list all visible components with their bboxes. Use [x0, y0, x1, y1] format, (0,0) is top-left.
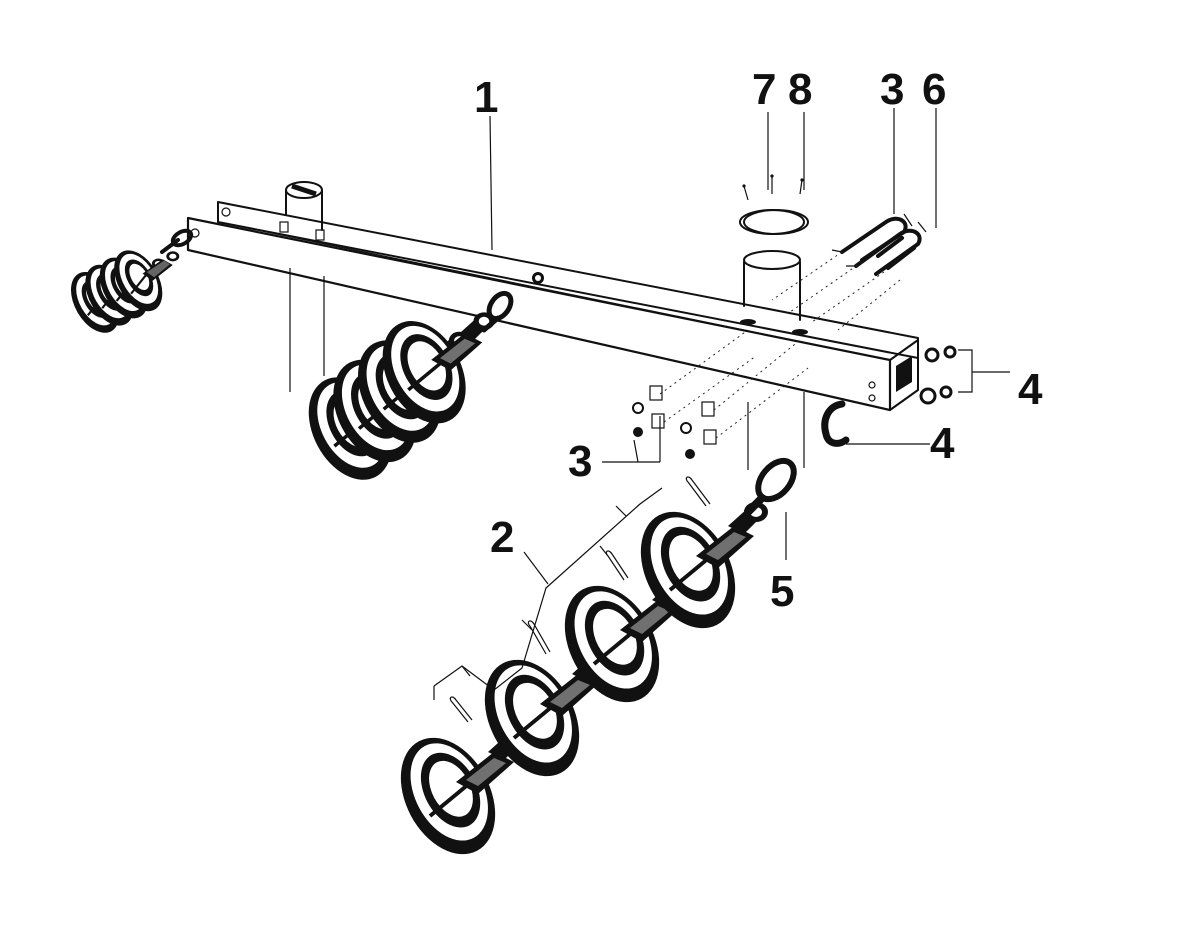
- cotter-pin-icon: [449, 476, 711, 723]
- callout-eye-link: 5: [770, 567, 794, 616]
- leader-lines: [489, 108, 937, 585]
- u-bolt-icon: [771, 213, 927, 331]
- left-pole: [285, 181, 325, 392]
- eye-link-icon: [744, 457, 797, 516]
- shackle-icon: [486, 290, 514, 322]
- nuts-right: [919, 345, 1010, 405]
- callout-nuts-right-upper: 4: [1018, 365, 1043, 414]
- callout-bolts-left: 3: [568, 437, 592, 486]
- callout-hook-right: 4: [930, 419, 955, 468]
- shackle-icon: [170, 228, 194, 248]
- left-insulator-string: [59, 228, 194, 343]
- callout-pole-cap-b: 8: [788, 65, 812, 114]
- lower-insulator-string: [379, 457, 797, 873]
- callout-crossarm: 1: [474, 73, 498, 122]
- callout-ubolt-top: 3: [880, 65, 904, 114]
- middle-insulator-string: [290, 290, 514, 496]
- hook-icon: [821, 400, 930, 447]
- crossarm: [186, 201, 919, 412]
- bolt-set-left: [602, 329, 809, 463]
- callout-insulator-string: 2: [490, 513, 514, 562]
- pole-cap: [743, 112, 809, 235]
- callout-pole-cap-a: 7: [752, 65, 776, 114]
- callout-ubolt-top-b: 6: [922, 65, 946, 114]
